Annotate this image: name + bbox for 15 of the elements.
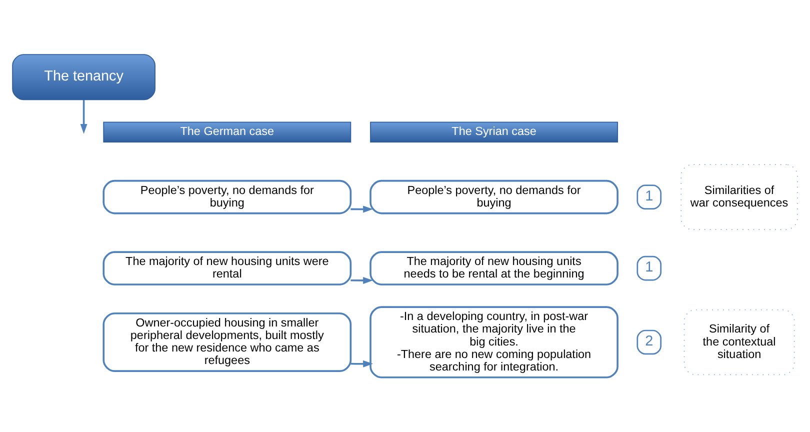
node-box: The majority of new housing units needs to be rental at the beginning xyxy=(370,251,618,286)
arrow xyxy=(350,206,374,213)
node-box: Similarities of war consequences xyxy=(680,164,798,230)
arrow xyxy=(350,276,374,284)
node-box: The tenancy xyxy=(12,54,156,100)
arrow xyxy=(350,360,374,368)
node-box: Owner-occupied housing in smaller peripheral developments, built mostly for the new residence who came as refugees xyxy=(102,312,352,372)
node-box: The Syrian case xyxy=(370,122,618,143)
node-box: Similarity of the contextual situation xyxy=(684,309,795,376)
node-box: The majority of new housing units were rental xyxy=(102,251,352,286)
node-box: -In a developing country, in post-war situation, the majority live in the big cities. -There are no new coming population searching for integration. xyxy=(370,306,618,378)
node-box: People’s poverty, no demands for buying xyxy=(370,180,618,214)
node-box: The German case xyxy=(103,122,352,143)
node-box: People’s poverty, no demands for buying xyxy=(102,180,352,214)
arrow xyxy=(80,100,88,134)
